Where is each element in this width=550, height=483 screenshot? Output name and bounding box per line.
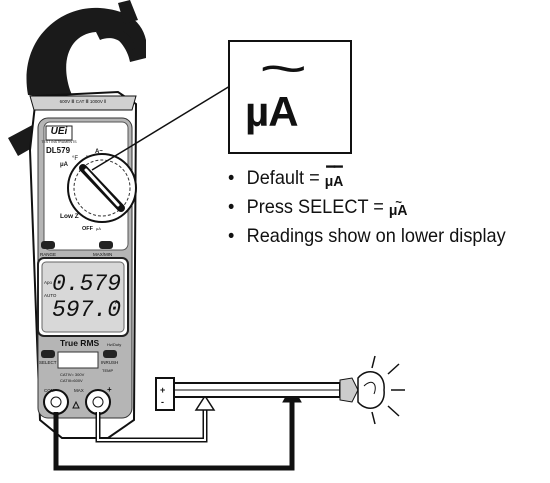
dial-label-ua-small: μA bbox=[96, 226, 101, 231]
maxmin-label: MAX/MIN bbox=[93, 252, 112, 257]
cat-rating-2: CATIII=600V bbox=[60, 378, 83, 383]
max-label: MAX bbox=[74, 388, 84, 393]
dial-label-c: ᶜ bbox=[86, 154, 88, 160]
lcd-screen bbox=[41, 261, 125, 333]
dial-label-ua: μA bbox=[60, 162, 69, 168]
dial-label-a: A~ bbox=[95, 149, 103, 155]
select-button[interactable] bbox=[41, 350, 55, 358]
model-label: DL579 bbox=[46, 146, 71, 155]
dial-label-off: OFF bbox=[82, 226, 94, 232]
list-item: • Readings show on lower display bbox=[228, 224, 506, 253]
callout-box bbox=[228, 40, 352, 154]
meter-body bbox=[28, 90, 138, 439]
clamp-jaw bbox=[8, 0, 146, 156]
plus-label: + bbox=[107, 385, 112, 394]
ac-ua-symbol: ~ μA bbox=[388, 195, 408, 219]
range-label: RANGE bbox=[40, 252, 56, 257]
lcd-upper-unit: Apo bbox=[44, 280, 53, 285]
instruction-list: • Default = ▔▔ μA • Press SELECT = ~ μA … bbox=[228, 166, 527, 253]
cat-label: 600V Ⅲ CAT Ⅲ 1000V Ⅱ bbox=[60, 99, 107, 104]
dial-label-lowz: Low Z bbox=[60, 213, 79, 220]
ac-tilde-icon: ~ bbox=[259, 40, 308, 98]
maxmin-button[interactable] bbox=[99, 241, 113, 249]
ac-wave-icon: ~ bbox=[395, 195, 402, 209]
hz-duty-label: Hz/Duty bbox=[107, 342, 121, 347]
svg-text:+: + bbox=[160, 385, 165, 395]
callout-unit: µA bbox=[245, 88, 299, 135]
lcd-lower-unit: A bbox=[115, 300, 119, 306]
bullet-icon: • bbox=[228, 196, 235, 218]
dial-label-f: °F bbox=[72, 156, 78, 162]
true-rms-label: True RMS bbox=[60, 338, 100, 348]
bullet-icon: • bbox=[228, 167, 235, 189]
bullet-text: Default = bbox=[246, 167, 325, 189]
lcd-auto: AUTO bbox=[44, 293, 57, 298]
cat-rating-1: CATIV= 300V bbox=[60, 372, 85, 377]
brand-sub: TEST INSTRUMENTS bbox=[41, 140, 77, 144]
svg-text:-: - bbox=[161, 397, 164, 407]
bullet-icon: • bbox=[228, 225, 235, 247]
lcd-lower-reading: 597.0 bbox=[52, 297, 121, 323]
dc-ua-symbol: ▔▔ μA bbox=[324, 166, 344, 190]
warning-icon bbox=[72, 400, 80, 409]
inrush-label: INRUSH bbox=[101, 360, 118, 365]
com-label: COM bbox=[44, 388, 55, 393]
select-label: SELECT bbox=[39, 360, 57, 365]
black-lead bbox=[53, 400, 295, 471]
range-button[interactable] bbox=[41, 241, 55, 249]
flame-sensor: + - bbox=[155, 355, 405, 425]
temp-label: TEMP bbox=[102, 368, 113, 373]
bullet-text: Readings show on lower display bbox=[246, 225, 506, 247]
lcd-upper-reading: 0.579 bbox=[52, 271, 121, 297]
list-item: • Default = ▔▔ μA bbox=[228, 166, 506, 195]
bullet-text: Press SELECT = bbox=[246, 196, 389, 218]
inrush-button[interactable] bbox=[103, 350, 117, 358]
callout-leader bbox=[91, 85, 231, 171]
list-item: • Press SELECT = ~ μA bbox=[228, 195, 506, 224]
flame-icon bbox=[357, 371, 385, 409]
brand-logo: UEi bbox=[51, 126, 68, 137]
dc-bar-icon: ▔▔ bbox=[326, 166, 342, 180]
